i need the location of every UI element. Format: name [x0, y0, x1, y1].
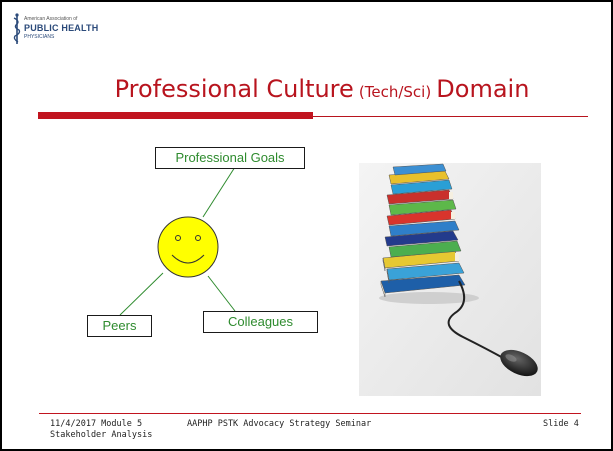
aaphp-logo: American Association of PUBLIC HEALTH PH…: [12, 12, 132, 46]
connector-goals: [202, 166, 236, 218]
title-part-1: Professional Culture: [114, 75, 354, 103]
footer-seminar-title: AAPHP PSTK Advocacy Strategy Seminar: [187, 419, 372, 429]
slide-number: Slide 4: [543, 419, 579, 429]
smiley-face-icon: [157, 216, 219, 278]
footer-date-line: 11/4/2017 Module 5: [50, 419, 143, 429]
logo-main-text: PUBLIC HEALTH: [24, 23, 99, 33]
title-underline: [38, 116, 588, 117]
logo-sub-text: PHYSICIANS: [24, 34, 55, 40]
peers-box: Peers: [87, 315, 152, 337]
title-accent-bar: [38, 112, 313, 119]
caduceus-icon: [13, 13, 21, 44]
footer-date-module: 11/4/2017 Module 5 Stakeholder Analysis: [50, 419, 152, 441]
books-and-mouse-icon: [359, 163, 541, 396]
connector-peers: [119, 272, 164, 316]
title-part-2: (Tech/Sci): [358, 83, 432, 101]
footer-rule: [39, 413, 581, 414]
footer-topic-line: Stakeholder Analysis: [50, 430, 153, 440]
connector-colleagues: [207, 275, 236, 312]
professional-goals-box: Professional Goals: [155, 147, 305, 169]
logo-small-text: American Association of: [24, 16, 78, 22]
colleagues-box: Colleagues: [203, 311, 318, 333]
slide-title: Professional Culture (Tech/Sci) Domain: [42, 75, 602, 103]
title-part-3: Domain: [436, 75, 530, 103]
